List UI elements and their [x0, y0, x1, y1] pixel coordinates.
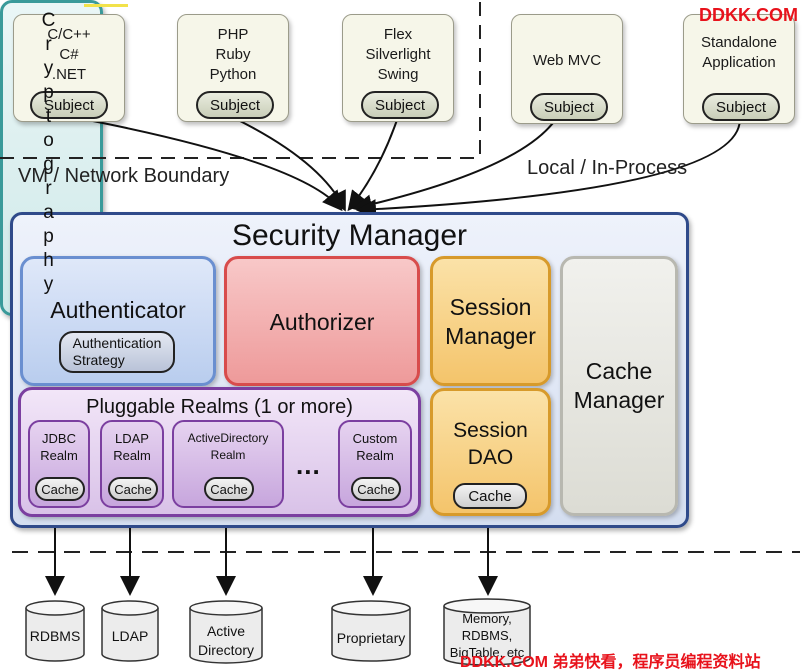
realm-label: LDAP Realm [113, 431, 151, 463]
datastore-label: LDAP [111, 628, 149, 644]
datastore-proprietary: Proprietary [330, 598, 412, 662]
cryptography-letter: o [43, 130, 54, 151]
realm-jdbc: JDBC Realm Cache [28, 420, 90, 508]
datastore-memory: Memory, RDBMS, BigTable, etc [442, 596, 532, 666]
session-dao-box: Session DAO Cache [430, 388, 551, 516]
cryptography-letter: p [43, 82, 54, 103]
cache-pill: Cache [351, 477, 401, 501]
session-manager-box: Session Manager [430, 256, 551, 386]
subject-pill: Subject [361, 91, 439, 119]
cache-pill: Cache [108, 477, 158, 501]
authenticator-label: Authenticator [50, 297, 186, 323]
cylinder-icon [189, 600, 263, 664]
watermark-bottom: DDKK.COM 弟弟快看，程序员编程资料站 [460, 654, 761, 671]
cache-pill: Cache [204, 477, 254, 501]
client-box-standalone: Standalone Application Subject [683, 14, 795, 124]
subject-pill: Subject [702, 93, 780, 121]
client-box-web-mvc: Web MVC Subject [511, 14, 623, 124]
authenticator-box: Authenticator Authentication Strategy [20, 256, 216, 386]
cylinder-icon [101, 600, 159, 662]
cylinder-icon [331, 600, 411, 662]
subject-pill: Subject [530, 93, 608, 121]
authorizer-box: Authorizer [224, 256, 420, 386]
accent-bar [84, 4, 128, 7]
session-manager-label: Session Manager [445, 294, 536, 349]
cryptography-letter: r [45, 34, 52, 55]
cryptography-letter: r [45, 178, 52, 199]
client-box-cpp: C/C++ C# .NET Subject [13, 14, 125, 122]
datastore-rdbms: RDBMS [24, 598, 86, 662]
subject-pill: Subject [30, 91, 108, 119]
client-label: PHP Ruby Python [209, 26, 257, 83]
datastore-active-directory: Active Directory [188, 598, 264, 664]
session-dao-label: Session DAO [453, 419, 528, 469]
client-label: Standalone Application [701, 34, 777, 71]
pluggable-realms-title: Pluggable Realms (1 or more) [86, 396, 353, 418]
watermark-top: DDKK.COM [699, 5, 798, 25]
client-label: C/C++ C# .NET [47, 26, 91, 83]
cache-manager-label: Cache Manager [573, 358, 665, 413]
cryptography-letter: g [43, 154, 54, 175]
cryptography-letter: p [43, 226, 54, 247]
realm-custom: Custom Realm Cache [338, 420, 412, 508]
session-dao-cache-pill: Cache [453, 483, 527, 509]
realm-label: Custom Realm [352, 431, 398, 463]
datastore-label: Active Directory [197, 623, 254, 658]
realm-active-directory: ActiveDirectory Realm Cache [172, 420, 284, 508]
datastore-label: Proprietary [336, 630, 406, 646]
cryptography-box: C r y p t o g r a p h y [0, 0, 103, 316]
cryptography-letter: a [43, 202, 54, 223]
cylinder-icon [443, 598, 531, 666]
arrow-client-2 [231, 116, 346, 212]
authentication-strategy-pill: Authentication Strategy [59, 331, 175, 373]
arrow-client-3 [347, 116, 399, 212]
client-box-php: PHP Ruby Python Subject [177, 14, 289, 122]
cryptography-letter: t [45, 106, 52, 127]
realm-label: JDBC Realm [40, 431, 78, 463]
cryptography-letter: C [41, 10, 56, 31]
arrow-client-4 [352, 118, 557, 215]
security-manager-title: Security Manager [231, 219, 468, 252]
realms-ellipsis: ... [296, 450, 321, 480]
arrow-client-1 [66, 115, 343, 212]
local-in-process-label: Local / In-Process [527, 157, 688, 179]
arrow-client-5 [356, 118, 741, 220]
cache-pill: Cache [35, 477, 85, 501]
cryptography-letter: h [43, 250, 54, 271]
realm-ldap: LDAP Realm Cache [100, 420, 164, 508]
subject-pill: Subject [196, 91, 274, 119]
datastore-label: RDBMS [29, 628, 81, 644]
vm-boundary-label: VM / Network Boundary [18, 165, 230, 187]
cryptography-letter: y [43, 274, 54, 295]
datastore-label: Memory, RDBMS, BigTable, etc [449, 611, 525, 660]
client-label: Flex Silverlight Swing [365, 26, 431, 83]
cache-manager-box: Cache Manager [560, 256, 678, 516]
datastore-ldap: LDAP [100, 598, 160, 662]
authorizer-label: Authorizer [269, 309, 375, 335]
cylinder-icon [25, 600, 85, 662]
realm-label: ActiveDirectory Realm [187, 431, 269, 462]
cryptography-letter: y [43, 58, 54, 79]
client-box-flex: Flex Silverlight Swing Subject [342, 14, 454, 122]
client-label: Web MVC [532, 52, 602, 69]
